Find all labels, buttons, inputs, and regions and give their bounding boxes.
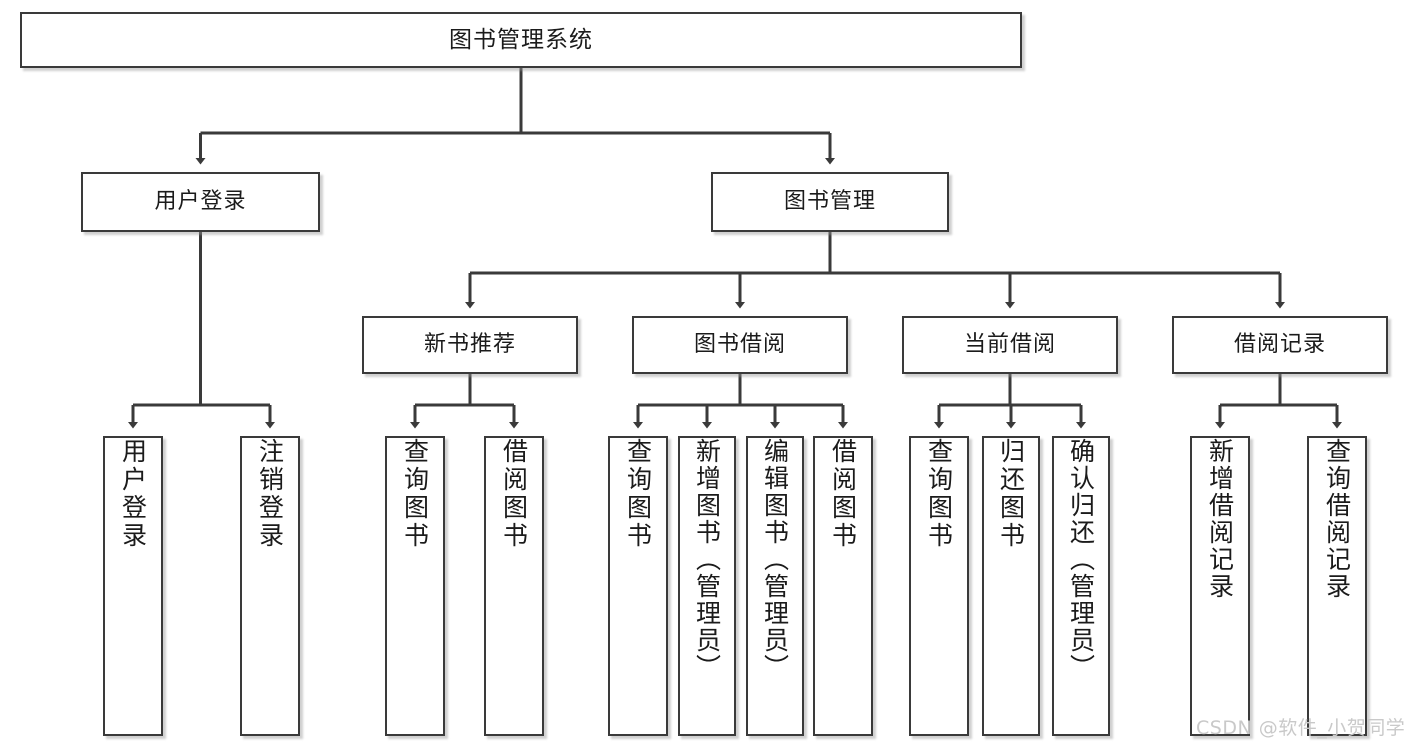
node-leaf-5[interactable]: 新增图书（管理员） bbox=[678, 436, 736, 736]
node-leaf-5-label: 新增图书（管理员） bbox=[692, 438, 722, 681]
node-leaf-4-label: 查询图书 bbox=[623, 438, 653, 550]
node-leaf-3-label: 借阅图书 bbox=[499, 438, 529, 550]
node-level3-2-label: 当前借阅 bbox=[963, 332, 1056, 358]
node-level2-0[interactable]: 用户登录 bbox=[81, 172, 320, 232]
node-leaf-6[interactable]: 编辑图书（管理员） bbox=[746, 436, 804, 736]
node-level3-0[interactable]: 新书推荐 bbox=[362, 316, 578, 374]
node-level3-3[interactable]: 借阅记录 bbox=[1172, 316, 1388, 374]
node-leaf-11[interactable]: 新增借阅记录 bbox=[1190, 436, 1250, 736]
node-leaf-7-label: 借阅图书 bbox=[828, 438, 858, 550]
node-leaf-0[interactable]: 用户登录 bbox=[103, 436, 163, 736]
node-leaf-9[interactable]: 归还图书 bbox=[982, 436, 1040, 736]
node-level3-3-label: 借阅记录 bbox=[1233, 332, 1326, 358]
node-leaf-1[interactable]: 注销登录 bbox=[240, 436, 300, 736]
node-leaf-10[interactable]: 确认归还（管理员） bbox=[1052, 436, 1110, 736]
node-level2-1-label: 图书管理 bbox=[783, 189, 876, 215]
node-leaf-7[interactable]: 借阅图书 bbox=[813, 436, 873, 736]
node-leaf-8[interactable]: 查询图书 bbox=[909, 436, 969, 736]
node-leaf-3[interactable]: 借阅图书 bbox=[484, 436, 544, 736]
node-level3-1[interactable]: 图书借阅 bbox=[632, 316, 848, 374]
node-leaf-9-label: 归还图书 bbox=[996, 438, 1026, 550]
node-level3-0-label: 新书推荐 bbox=[423, 332, 516, 358]
node-leaf-6-label: 编辑图书（管理员） bbox=[760, 438, 790, 681]
node-leaf-4[interactable]: 查询图书 bbox=[608, 436, 668, 736]
node-leaf-12[interactable]: 查询借阅记录 bbox=[1307, 436, 1367, 736]
node-leaf-8-label: 查询图书 bbox=[924, 438, 954, 550]
node-leaf-12-label: 查询借阅记录 bbox=[1322, 438, 1352, 600]
node-level2-0-label: 用户登录 bbox=[154, 189, 247, 215]
node-leaf-10-label: 确认归还（管理员） bbox=[1066, 438, 1096, 681]
node-level3-2[interactable]: 当前借阅 bbox=[902, 316, 1118, 374]
node-level3-1-label: 图书借阅 bbox=[693, 332, 786, 358]
node-leaf-2-label: 查询图书 bbox=[400, 438, 430, 550]
node-leaf-0-label: 用户登录 bbox=[118, 438, 148, 550]
node-root-label: 图书管理系统 bbox=[449, 26, 593, 53]
node-leaf-2[interactable]: 查询图书 bbox=[385, 436, 445, 736]
node-level2-1[interactable]: 图书管理 bbox=[711, 172, 949, 232]
node-root[interactable]: 图书管理系统 bbox=[20, 12, 1022, 68]
node-leaf-11-label: 新增借阅记录 bbox=[1205, 438, 1235, 600]
node-leaf-1-label: 注销登录 bbox=[255, 438, 285, 550]
watermark: CSDN @软件_小贺同学 bbox=[1196, 717, 1405, 739]
